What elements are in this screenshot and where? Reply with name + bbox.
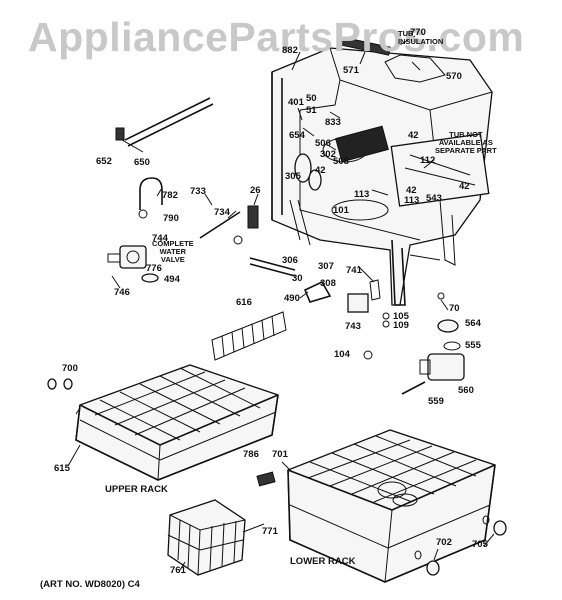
- part-label-570: 570: [446, 71, 462, 82]
- part-label-770: 770: [410, 27, 426, 38]
- part-label-113: 113: [354, 189, 370, 200]
- part-label-782: 782: [162, 190, 178, 201]
- part-label-42: 42: [408, 130, 419, 141]
- leader-lines: [67, 35, 495, 571]
- part-label-734: 734: [214, 207, 230, 218]
- part-label-571: 571: [343, 65, 359, 76]
- part-label-508: 508: [333, 156, 349, 167]
- part-label-761: 761: [170, 565, 186, 576]
- water-valve: [107, 245, 159, 283]
- part-label-700: 700: [62, 363, 78, 374]
- wheels-700: [47, 378, 73, 390]
- part-label-744: 744: [152, 233, 168, 244]
- part-label-113: 113: [404, 195, 420, 206]
- part-label-555: 555: [465, 340, 481, 351]
- part-label-543: 543: [426, 193, 442, 204]
- part-label-786: 786: [243, 449, 259, 460]
- part-label-833: 833: [325, 117, 341, 128]
- part-label-302: 302: [320, 149, 336, 160]
- part-label-490: 490: [284, 293, 300, 304]
- part-label-30: 30: [292, 273, 303, 284]
- part-label-705: 705: [472, 539, 488, 550]
- wheels-lower: [414, 515, 507, 576]
- part-label-741: 741: [346, 265, 362, 276]
- silverware-basket: [167, 499, 246, 576]
- part-label-308: 308: [320, 278, 336, 289]
- tub-insulation-strip: [339, 36, 446, 83]
- lower-bar: [249, 257, 296, 277]
- vent-assembly: [294, 125, 389, 191]
- tub: [271, 47, 493, 306]
- part-label-559: 559: [428, 396, 444, 407]
- part-label-650: 650: [134, 157, 150, 168]
- part-label-306: 306: [282, 255, 298, 266]
- watermark: AppliancePartsPros.com: [28, 14, 525, 60]
- part-label-51: 51: [306, 105, 317, 116]
- part-label-101: 101: [333, 205, 349, 216]
- part-label-70: 70: [449, 303, 460, 314]
- part-label-776: 776: [146, 263, 162, 274]
- part-label-654: 654: [289, 130, 305, 141]
- part-label-104: 104: [334, 349, 350, 360]
- part-label-564: 564: [465, 318, 481, 329]
- motor-parts: [363, 292, 465, 395]
- part-label-506: 506: [315, 138, 331, 149]
- part-label-771: 771: [262, 526, 278, 537]
- part-label-790: 790: [163, 213, 179, 224]
- lower-rack-drawing: [287, 429, 496, 583]
- part-label-50: 50: [306, 93, 317, 104]
- part-label-105: 105: [393, 311, 409, 322]
- note-complete-water-valve: COMPLETE WATER VALVE: [152, 239, 194, 264]
- note-tub-not-available: TUB NOT AVAILABLE AS SEPARATE PART: [435, 130, 497, 155]
- rail: [115, 97, 214, 147]
- part-label-494: 494: [164, 274, 180, 285]
- fill-hose: [139, 177, 163, 210]
- caption-upper-rack: UPPER RACK: [105, 484, 168, 495]
- part-label-307: 307: [318, 261, 334, 272]
- part-label-42: 42: [315, 165, 326, 176]
- rod: [199, 211, 241, 239]
- caption-art-number: (ART NO. WD8020) C4: [40, 579, 140, 590]
- part-label-743: 743: [345, 321, 361, 332]
- part-label-701: 701: [272, 449, 288, 460]
- shelf: [211, 311, 287, 361]
- part-label-652: 652: [96, 156, 112, 167]
- part-label-746: 746: [114, 287, 130, 298]
- part-label-560: 560: [458, 385, 474, 396]
- part-label-42: 42: [459, 181, 470, 192]
- part-label-112: 112: [420, 155, 436, 166]
- caption-lower-rack: LOWER RACK: [290, 556, 356, 567]
- part-label-616: 616: [236, 297, 252, 308]
- part-label-305: 305: [285, 171, 301, 182]
- upper-rack-drawing: [75, 364, 279, 481]
- part-label-702: 702: [436, 537, 452, 548]
- part-label-615: 615: [54, 463, 70, 474]
- part-label-401: 401: [288, 97, 304, 108]
- box-743: [347, 293, 369, 313]
- part-label-42: 42: [406, 185, 417, 196]
- part-label-26: 26: [250, 185, 261, 196]
- part-label-882: 882: [282, 45, 298, 56]
- note-tub-insulation: TUB INSULATION: [398, 29, 444, 46]
- part-label-109: 109: [393, 320, 409, 331]
- part-label-733: 733: [190, 186, 206, 197]
